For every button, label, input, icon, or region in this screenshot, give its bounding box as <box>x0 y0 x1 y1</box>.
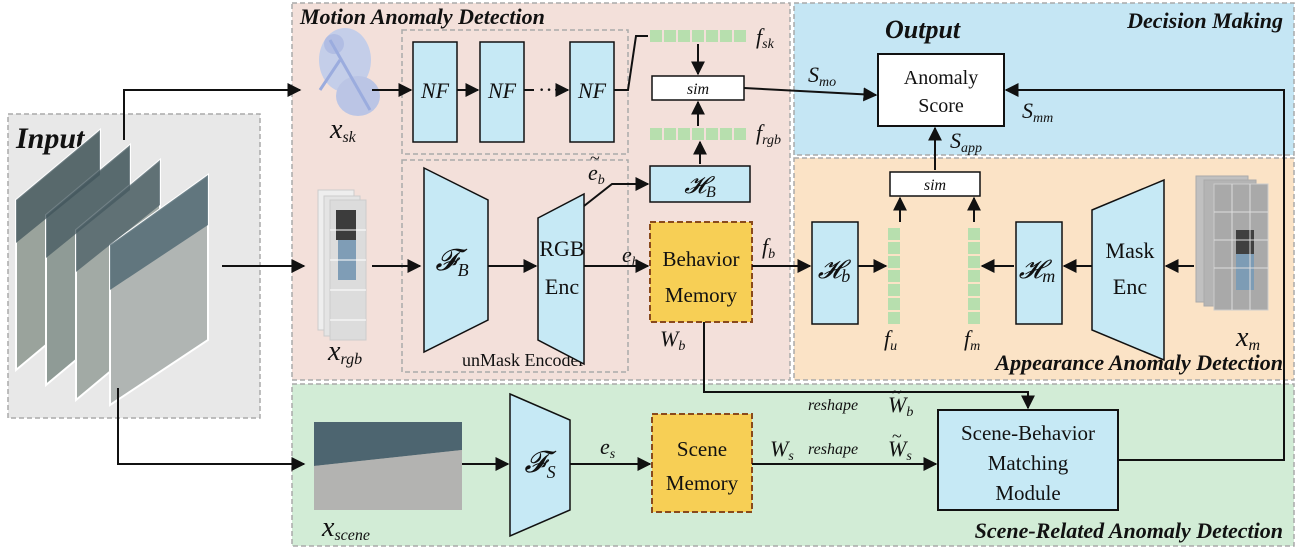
sim-appearance-label: sim <box>924 177 946 194</box>
scene-behavior-matching-box <box>937 409 1119 511</box>
behavior-memory-block <box>649 221 753 323</box>
behavior-memory-label-2: Memory <box>665 283 738 307</box>
S-app-label: Sapp <box>950 128 982 156</box>
mask-encoder-block <box>1091 178 1165 362</box>
x-scene-label: xscene <box>321 512 370 544</box>
rgb-input-image <box>317 189 367 341</box>
reshape-s-label: reshape <box>808 441 858 458</box>
nf-block-3 <box>569 41 615 143</box>
anomaly-score-box <box>877 53 1005 127</box>
f-u-feature <box>888 228 900 324</box>
e-b-tilde-label: eb <box>588 160 605 188</box>
f-m-feature <box>968 228 980 324</box>
sbm-label-3: Module <box>995 481 1060 505</box>
f-rgb-feature <box>650 128 746 140</box>
sim-motion-label: sim <box>687 81 709 98</box>
f-sk-label: fsk <box>756 24 775 52</box>
motion-title: Motion Anomaly Detection <box>299 4 545 29</box>
scene-memory-block <box>651 413 753 513</box>
sbm-label-2: Matching <box>988 451 1069 475</box>
arrows <box>117 35 1285 471</box>
anomaly-score-label-1: Anomaly <box>904 67 978 89</box>
scene-memory-label-1: Scene <box>677 437 727 461</box>
W-s-label: Ws <box>770 436 794 464</box>
reshape-b-label: reshape <box>808 397 858 414</box>
f-S-block <box>509 392 571 538</box>
scene-input-image <box>314 422 462 510</box>
S-mm-label: Smm <box>1022 98 1053 126</box>
output-title: Output <box>885 15 961 44</box>
input-title: Input <box>15 122 86 155</box>
x-m-label: xm <box>1235 322 1260 354</box>
e-b-tilde-mark: ~ <box>590 148 600 168</box>
x-sk-label: xsk <box>329 114 357 146</box>
S-mo-label: Smo <box>808 62 836 90</box>
rgb-encoder-block <box>537 192 585 366</box>
masked-input-image <box>1195 175 1269 311</box>
nf-dots: ··· <box>538 77 560 102</box>
h-b-block <box>811 221 859 325</box>
rgb-encoder-label-2: Enc <box>545 274 579 299</box>
rgb-encoder-label-1: RGB <box>539 236 584 261</box>
W-b-tilde-label: Wb <box>888 392 913 420</box>
e-b-label: eb <box>622 242 639 270</box>
mask-encoder-label-1: Mask <box>1106 238 1155 263</box>
scene-memory-label-2: Memory <box>666 471 739 495</box>
mask-encoder-label-2: Enc <box>1113 274 1147 299</box>
f-u-label: fu <box>884 326 897 354</box>
nf-group <box>401 29 629 155</box>
nf-block-1 <box>412 41 458 143</box>
nf-label-2: NF <box>487 78 517 103</box>
skeleton-input-image <box>318 28 380 116</box>
nf-block-2 <box>479 41 525 143</box>
f-m-label: fm <box>964 326 980 354</box>
h-m-block <box>1015 221 1063 325</box>
input-frames <box>15 127 209 407</box>
nf-label-3: NF <box>577 78 607 103</box>
appearance-title: Appearance Anomaly Detection <box>993 350 1283 375</box>
W-b-label: Wb <box>660 326 685 354</box>
scene-title: Scene-Related Anomaly Detection <box>975 518 1283 543</box>
decision-title: Decision Making <box>1126 8 1283 33</box>
unmask-encoder-label: unMask Encoder <box>462 350 584 370</box>
f-B-block <box>423 166 489 354</box>
e-s-label: es <box>600 434 616 462</box>
f-b-label: fb <box>762 234 775 262</box>
f-rgb-label: frgb <box>756 120 781 148</box>
anomaly-score-label-2: Score <box>918 95 964 117</box>
sbm-label-1: Scene-Behavior <box>961 421 1095 445</box>
behavior-memory-label-1: Behavior <box>663 247 740 271</box>
h-m-label: 𝓗m <box>1019 255 1055 286</box>
nf-label-1: NF <box>420 78 450 103</box>
sim-motion-box <box>651 75 745 101</box>
h-B-block <box>649 165 751 203</box>
f-sk-feature <box>650 30 746 42</box>
W-s-tilde-label: Ws <box>888 436 912 464</box>
x-rgb-label: xrgb <box>327 336 362 368</box>
W-s-tilde-mark: ~ <box>892 426 902 446</box>
sim-appearance-box <box>889 171 981 197</box>
